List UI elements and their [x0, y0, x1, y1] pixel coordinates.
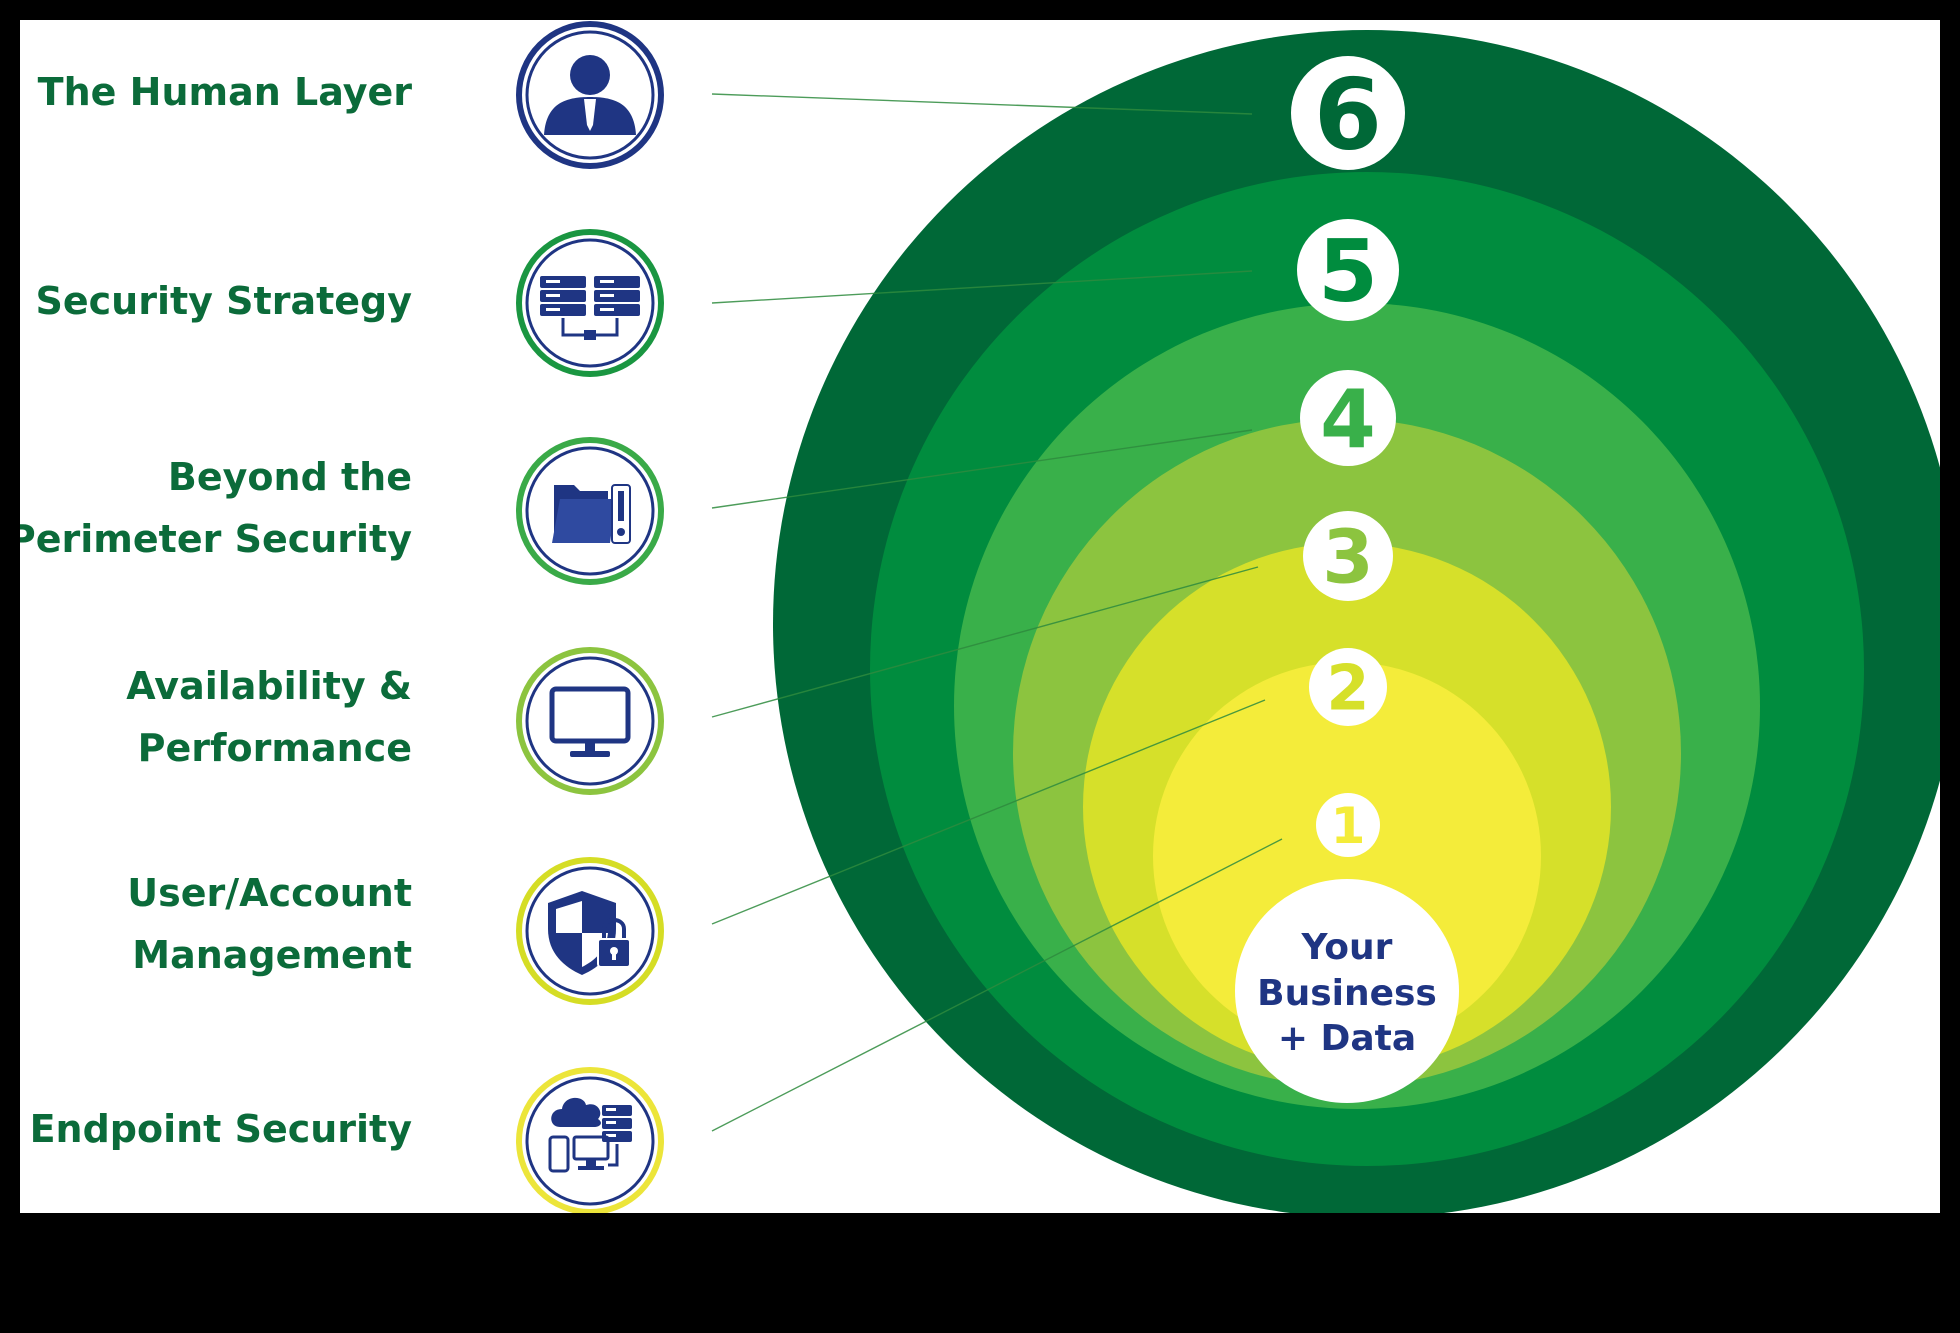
- layer-icons: [516, 21, 664, 1213]
- layer-label-line: Performance: [137, 726, 412, 770]
- layer-number: 3: [1322, 515, 1374, 601]
- layer-label-line: User/Account: [127, 871, 412, 915]
- core-text-line-1: Your: [1301, 927, 1393, 968]
- connector-line: [711, 429, 1253, 509]
- person-icon: [516, 21, 664, 169]
- layer-number-badges: 6 5 4 3 2 1: [1291, 56, 1405, 857]
- layer-number-badge: 2: [1309, 648, 1387, 726]
- core-circle: Your Business + Data: [1235, 879, 1459, 1103]
- layer-label-line: Perimeter Security: [20, 517, 412, 561]
- layer-number: 5: [1318, 222, 1378, 322]
- core-circle-bg: [1235, 879, 1459, 1103]
- shield-lock-icon: [516, 857, 664, 1005]
- layer-number-badge-bg: [1300, 370, 1396, 466]
- connector-line: [711, 93, 1253, 115]
- layer-number: 1: [1331, 797, 1366, 855]
- security-layers-diagram: 6 5 4 3 2 1 Your Business + Data: [516, 21, 1940, 1213]
- layer-number-badge: 6: [1291, 56, 1405, 172]
- connector-line: [711, 699, 1266, 925]
- layer-number-badge: 3: [1303, 511, 1393, 601]
- diagram-panel: 6 5 4 3 2 1 Your Business + Data The Human La…: [20, 20, 1940, 1213]
- layer-number-badge-bg: [1316, 793, 1380, 857]
- core-text-line-2: Business: [1257, 973, 1437, 1014]
- layer-label-endpoint-security: Endpoint Security: [20, 1098, 412, 1160]
- layer-number: 6: [1314, 58, 1382, 172]
- servers-icon: [516, 229, 664, 377]
- layer-number: 4: [1320, 373, 1376, 466]
- layer-label-line: Endpoint Security: [29, 1107, 412, 1151]
- concentric-rings: [773, 30, 1940, 1213]
- monitor-icon: [516, 647, 664, 795]
- layer-number-badge-bg: [1291, 56, 1405, 170]
- cloud-devices-icon: [516, 1067, 664, 1213]
- connector-line: [711, 566, 1259, 718]
- layer-label-security-strategy: Security Strategy: [20, 270, 412, 332]
- layer-label-beyond-perimeter: Beyond the Perimeter Security: [20, 446, 412, 570]
- layer-number-badge: 5: [1297, 219, 1399, 322]
- connector-line: [711, 838, 1283, 1132]
- layer-number-badge-bg: [1303, 511, 1393, 601]
- layer-number-badge: 4: [1300, 370, 1396, 466]
- layer-label-line: Availability &: [126, 664, 412, 708]
- layer-label-line: Beyond the: [167, 455, 412, 499]
- layer-label-human-layer: The Human Layer: [20, 61, 412, 123]
- layer-number-badge-bg: [1297, 219, 1399, 321]
- connector-line: [711, 270, 1253, 304]
- layer-label-line: The Human Layer: [37, 70, 412, 114]
- layer-number: 2: [1326, 651, 1369, 724]
- layer-label-line: Management: [132, 933, 412, 977]
- connector-lines: [711, 93, 1283, 1132]
- folder-alert-icon: [516, 437, 664, 585]
- layer-label-availability-performance: Availability & Performance: [20, 655, 412, 779]
- layer-label-line: Security Strategy: [35, 279, 412, 323]
- layer-number-badge: 1: [1316, 793, 1380, 857]
- core-text-line-3: + Data: [1278, 1018, 1416, 1059]
- layer-label-user-account-management: User/Account Management: [20, 862, 412, 986]
- layer-number-badge-bg: [1309, 648, 1387, 726]
